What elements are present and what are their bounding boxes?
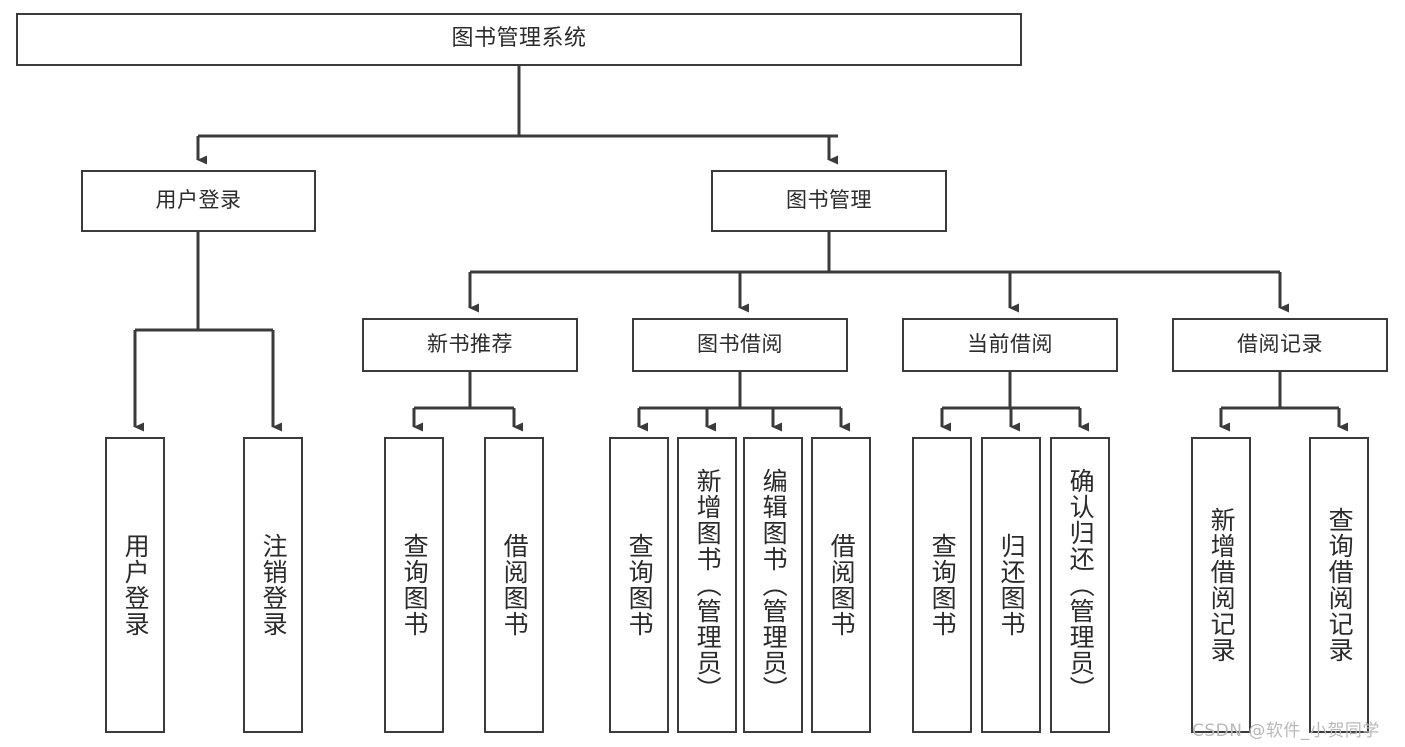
leaf-user-login-signout[interactable]: 注销登录 bbox=[243, 437, 303, 733]
node-user-login[interactable]: 用户登录 bbox=[81, 170, 316, 232]
node-label: 确认归还（管理员） bbox=[1066, 468, 1096, 702]
leaf-borrow-record-add[interactable]: 新增借阅记录 bbox=[1191, 437, 1251, 733]
node-label: 注销登录 bbox=[259, 533, 289, 637]
node-label: 新增图书（管理员） bbox=[693, 468, 723, 702]
leaf-user-login-signin[interactable]: 用户登录 bbox=[105, 437, 165, 733]
node-book-management[interactable]: 图书管理 bbox=[711, 170, 947, 232]
leaf-book-borrow-add[interactable]: 新增图书（管理员） bbox=[677, 437, 737, 733]
leaf-current-borrow-query[interactable]: 查询图书 bbox=[912, 437, 972, 733]
node-new-book-recommend[interactable]: 新书推荐 bbox=[362, 318, 578, 372]
node-label: 借阅记录 bbox=[1237, 332, 1323, 357]
node-label: 借阅图书 bbox=[500, 533, 530, 637]
leaf-new-book-borrow[interactable]: 借阅图书 bbox=[484, 437, 544, 733]
node-label: 新增借阅记录 bbox=[1207, 507, 1237, 663]
node-borrow-record[interactable]: 借阅记录 bbox=[1172, 318, 1388, 372]
node-label: 查询图书 bbox=[928, 533, 958, 637]
node-label: 图书管理系统 bbox=[451, 26, 587, 52]
node-book-borrow[interactable]: 图书借阅 bbox=[632, 318, 848, 372]
node-label: 图书借阅 bbox=[697, 332, 783, 357]
node-label: 借阅图书 bbox=[827, 533, 857, 637]
leaf-book-borrow-query[interactable]: 查询图书 bbox=[609, 437, 669, 733]
leaf-current-borrow-confirm-return[interactable]: 确认归还（管理员） bbox=[1050, 437, 1110, 733]
node-label: 图书管理 bbox=[786, 188, 872, 213]
node-label: 归还图书 bbox=[997, 533, 1027, 637]
leaf-book-borrow-edit[interactable]: 编辑图书（管理员） bbox=[743, 437, 803, 733]
node-label: 当前借阅 bbox=[967, 332, 1053, 357]
leaf-new-book-query[interactable]: 查询图书 bbox=[384, 437, 444, 733]
node-label: 用户登录 bbox=[155, 188, 242, 213]
node-label: 查询图书 bbox=[400, 533, 430, 637]
node-current-borrow[interactable]: 当前借阅 bbox=[902, 318, 1118, 372]
node-label: 查询借阅记录 bbox=[1325, 507, 1355, 663]
leaf-book-borrow-lend[interactable]: 借阅图书 bbox=[811, 437, 871, 733]
node-label: 新书推荐 bbox=[427, 332, 513, 357]
node-label: 查询图书 bbox=[625, 533, 655, 637]
node-label: 用户登录 bbox=[121, 533, 151, 637]
node-label: 编辑图书（管理员） bbox=[759, 468, 789, 702]
node-root-system[interactable]: 图书管理系统 bbox=[16, 13, 1022, 66]
csdn-watermark: CSDN @软件_小贺同学 bbox=[1192, 721, 1380, 741]
leaf-borrow-record-query[interactable]: 查询借阅记录 bbox=[1309, 437, 1369, 733]
leaf-current-borrow-return[interactable]: 归还图书 bbox=[981, 437, 1041, 733]
